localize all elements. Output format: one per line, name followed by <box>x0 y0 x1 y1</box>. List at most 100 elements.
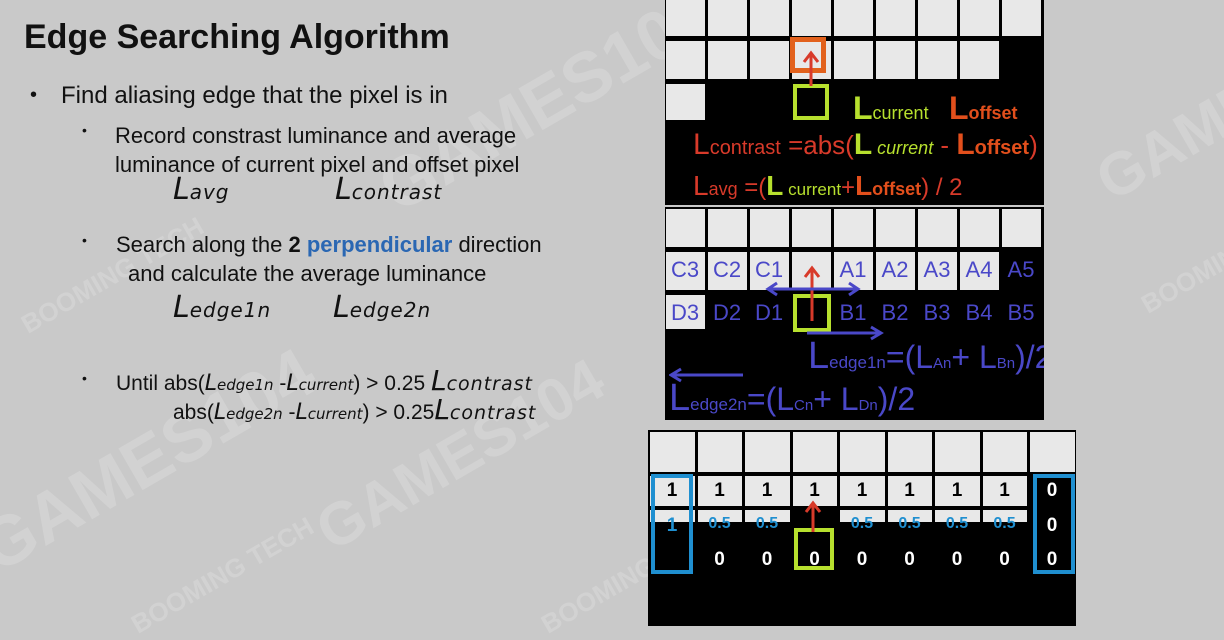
arrow-up-icon <box>804 500 822 532</box>
grid-cell <box>834 41 873 79</box>
label-l-current: Lcurrent <box>853 90 929 126</box>
until-condition-line1: Until abs(Ledge1n -Lcurrent) > 0.25 Lcon… <box>116 364 533 397</box>
pixel-label: B2 <box>881 300 909 325</box>
luminance-value: 0 <box>856 549 868 570</box>
luminance-value: 1 <box>904 480 915 501</box>
grid-cell <box>876 252 915 290</box>
grid-cell <box>960 0 999 36</box>
grid-cell <box>960 209 999 247</box>
pixel-label: C1 <box>754 257 784 282</box>
pixel-label: B3 <box>923 300 951 325</box>
grid-cell <box>935 432 980 472</box>
arrow-left-icon <box>669 367 743 383</box>
grid-cell <box>697 432 742 472</box>
luminance-value: 0 <box>951 549 963 570</box>
grid-cell <box>918 209 957 247</box>
arrow-up-icon <box>803 265 821 321</box>
current-pixel-outline <box>794 528 834 570</box>
right-end-outline <box>1033 474 1075 574</box>
pixel-label: B4 <box>965 300 993 325</box>
grid-cell <box>918 252 957 290</box>
luminance-value: 0 <box>1046 549 1058 570</box>
offset-pixel-outline <box>790 37 826 73</box>
pixel-label: A5 <box>1007 257 1035 282</box>
grid-cell <box>750 41 789 79</box>
bullet-marker: • <box>30 84 38 106</box>
pixel-label: A1 <box>839 257 867 282</box>
luminance-value: 0 <box>1046 515 1058 536</box>
luminance-value: 0.5 <box>945 515 969 532</box>
luminance-value: 1 <box>666 549 678 570</box>
double-arrow-icon <box>765 281 861 297</box>
sub-bullet-record-line1: Record constrast luminance and average <box>115 123 517 148</box>
label-l-offset: Loffset <box>949 90 1018 126</box>
bullet-find-edge: Find aliasing edge that the pixel is in <box>61 82 448 109</box>
grid-cell <box>982 476 1027 506</box>
sub-bullet-marker: • <box>82 122 87 138</box>
current-pixel-outline <box>793 84 829 120</box>
grid-cell <box>887 476 932 506</box>
diagram-contrast-average: Lcurrent Loffset Lcontrast =abs(L curren… <box>665 0 1044 205</box>
watermark: GAMES104 <box>1084 0 1224 214</box>
grid-cell <box>697 510 742 522</box>
grid-cell <box>650 476 695 506</box>
sub-bullet-search-line2: and calculate the average luminance <box>128 261 487 286</box>
grid-cell <box>792 0 831 36</box>
grid-cell <box>666 252 705 290</box>
luminance-value: 0.5 <box>708 515 731 532</box>
grid-cell <box>708 41 747 79</box>
luminance-value: 0 <box>1046 480 1058 501</box>
luminance-value: 1 <box>666 480 678 501</box>
grid-cell <box>666 295 705 329</box>
pixel-label: D3 <box>670 300 700 325</box>
formula-l-edge1n: Ledge1n=(LAn+ LBn)/2 <box>808 335 1044 377</box>
grid-cell <box>650 432 695 472</box>
luminance-value: 1 <box>761 480 773 501</box>
grid-cell <box>750 252 789 290</box>
grid-cell <box>887 432 932 472</box>
formula-l-contrast: Lcontrast =abs(L current - Loffset) <box>693 128 1038 161</box>
luminance-value: 0 <box>904 549 915 570</box>
grid-cell <box>666 0 705 36</box>
watermark: BOOMING TECH <box>125 510 319 640</box>
sub-bullet-marker: • <box>82 232 87 248</box>
grid-cell <box>887 510 932 522</box>
grid-cell <box>834 0 873 36</box>
math-l-contrast: Lcontrast <box>335 172 443 207</box>
grid-cell <box>650 510 695 522</box>
luminance-value: 0.5 <box>993 515 1016 532</box>
luminance-value: 0 <box>809 549 820 570</box>
pixel-label: D1 <box>754 300 784 325</box>
pixel-label: D2 <box>712 300 742 325</box>
grid-cell <box>697 476 742 506</box>
grid-cell <box>1030 432 1075 472</box>
grid-cell <box>876 0 915 36</box>
grid-cell <box>792 476 837 506</box>
grid-cell <box>708 252 747 290</box>
grid-cell <box>982 510 1027 522</box>
sub-bullet-search-line1: Search along the 2 perpendicular directi… <box>116 232 542 257</box>
luminance-value: 0.5 <box>850 515 874 532</box>
grid-cell <box>666 84 705 120</box>
sub-bullet-marker: • <box>82 370 87 386</box>
grid-cell <box>750 0 789 36</box>
pixel-label: C3 <box>670 257 700 282</box>
grid-cell <box>876 209 915 247</box>
luminance-value: 1 <box>809 480 820 501</box>
luminance-value: 1 <box>714 480 725 501</box>
math-l-edge1n: Ledge1n <box>173 290 272 325</box>
math-l-avg: Lavg <box>173 172 230 207</box>
formula-l-edge2n: Ledge2n=(LCn+ LDn)/2 <box>669 377 916 419</box>
grid-cell <box>918 41 957 79</box>
formula-l-avg: Lavg =(L current+Loffset) / 2 <box>693 170 963 201</box>
grid-cell <box>935 510 980 522</box>
grid-cell <box>708 209 747 247</box>
pixel-label: A2 <box>881 257 909 282</box>
grid-cell <box>876 41 915 79</box>
grid-cell <box>960 252 999 290</box>
grid-cell <box>666 209 705 247</box>
grid-cell <box>840 432 885 472</box>
grid-cell <box>750 209 789 247</box>
